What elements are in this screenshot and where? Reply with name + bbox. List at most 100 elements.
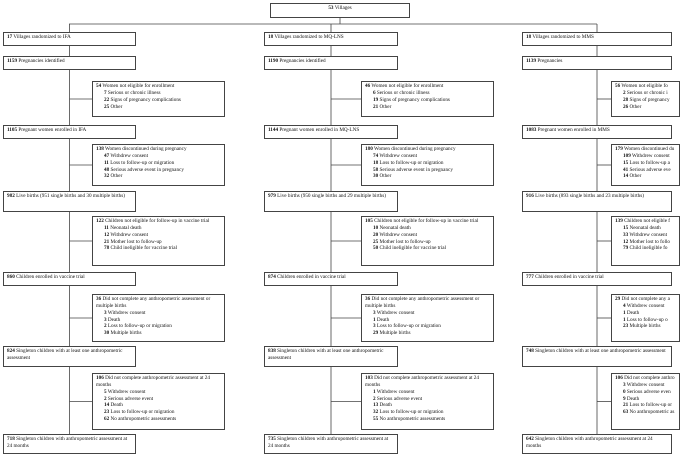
exclusion-reason-count: 58 xyxy=(373,166,379,173)
ifa-excl1-box-label: Women not eligible for enrollment xyxy=(102,83,175,89)
mms-randomized-box-text: 18 Villages randomized to MMS xyxy=(526,34,668,41)
exclusion-reason-count: 1 xyxy=(373,388,376,395)
mms-excl4-box-text: 29 Did not complete any a xyxy=(615,296,676,303)
mqlns-vaccine-box: 874 Children enrolled in vaccine trial xyxy=(264,272,398,286)
exclusion-reason-count: 6 xyxy=(373,89,376,96)
ifa-singleton-box-label: Singleton children with at least one ant… xyxy=(7,348,123,361)
exclusion-reason-label: Serious adverse event xyxy=(107,395,154,402)
exclusion-reason-label: Neonatal death xyxy=(629,224,661,231)
exclusion-reason-label: Death xyxy=(376,316,390,323)
exclusion-reason: 58 Serious adverse event in pregnancy xyxy=(373,167,490,174)
exclusion-reason-count: 20 xyxy=(373,231,379,238)
mms-excl1-box-label: Women not eligible fo xyxy=(621,83,668,89)
exclusion-reason-label: Neonatal death xyxy=(379,224,411,231)
exclusion-reason: 21 Mother lost to follow-up xyxy=(104,239,221,246)
exclusion-reason: 41 Serious adverse eve xyxy=(623,167,676,174)
mqlns-excl3-box-label: Children not eligible for follow-up in v… xyxy=(374,218,479,224)
mms-final-box-text: 642 Singleton children with anthropometr… xyxy=(526,436,668,450)
exclusion-reason: 74 Withdrew consent xyxy=(373,153,490,160)
exclusion-reason-count: 41 xyxy=(623,166,629,173)
mqlns-pregnancies-box-count: 1190 xyxy=(268,58,279,64)
mms-singleton-box-label: Singleton children with at least one ant… xyxy=(535,348,666,354)
exclusion-reason-count: 0 xyxy=(623,388,626,395)
mms-excl2-box-text: 179 Women discontinued du xyxy=(615,146,676,153)
mms-final-box-label: Singleton children with anthropometric a… xyxy=(526,436,653,449)
exclusion-reason: 28 Signs of pregnancy xyxy=(623,97,676,104)
mms-randomized-box-label: Villages randomized to MMS xyxy=(532,34,594,40)
ifa-pregnancies-box-count: 1159 xyxy=(7,58,18,64)
exclusion-reason-label: Other xyxy=(379,103,392,110)
exclusion-reason: 3 Death xyxy=(104,317,221,324)
exclusion-reason: 2 Serious adverse event xyxy=(373,396,490,403)
exclusion-reason-count: 33 xyxy=(623,231,629,238)
exclusion-reason-label: No anthropometric assessments xyxy=(379,416,446,423)
mms-births-box-count: 916 xyxy=(526,193,534,199)
ifa-excl5-box: 106 Did not complete anthropometric asse… xyxy=(92,373,225,430)
exclusion-reason: 9 Death xyxy=(623,396,676,403)
mms-final-box-count: 642 xyxy=(526,436,534,442)
mms-excl4-box-count: 29 xyxy=(615,296,621,302)
ifa-final-box: 718 Singleton children with anthropometr… xyxy=(3,434,136,454)
mms-enrolled-box: 1083 Pregnant women enrolled in MMS xyxy=(522,125,672,139)
mqlns-singleton-box-text: 838 Singleton children with at least one… xyxy=(268,348,394,362)
ifa-excl4-box: 36 Did not complete any anthropometric a… xyxy=(92,294,225,342)
mqlns-births-box: 979 Live births (950 single births and 2… xyxy=(264,191,398,212)
exclusion-reason-label: Multiple births xyxy=(629,323,661,330)
exclusion-reason-label: Loss to follow-up or migration xyxy=(379,159,444,166)
exclusion-reason-label: Serious or chronic illness xyxy=(107,89,161,96)
mqlns-enrolled-box-text: 1144 Pregnant women enrolled in MQ-LNS xyxy=(268,127,394,134)
exclusion-reason-label: Withdrew consent xyxy=(629,231,668,238)
exclusion-reason-count: 29 xyxy=(373,330,379,337)
exclusion-reason-count: 5 xyxy=(104,388,107,395)
ifa-vaccine-box-text: 860 Children enrolled in vaccine trial xyxy=(7,274,132,281)
ifa-excl5-box-count: 106 xyxy=(96,375,104,381)
exclusion-reason: 23 Multiple births xyxy=(623,323,676,330)
exclusion-reason-count: 11 xyxy=(104,224,109,231)
exclusion-reason-count: 48 xyxy=(104,166,110,173)
exclusion-reason-count: 18 xyxy=(373,159,379,166)
exclusion-reason-count: 15 xyxy=(623,224,629,231)
exclusion-reason-count: 2 xyxy=(623,89,626,96)
exclusion-reason-label: Mother lost to follo xyxy=(629,238,670,245)
mqlns-excl4-box-count: 36 xyxy=(365,296,371,302)
ifa-excl5-box-text: 106 Did not complete anthropometric asse… xyxy=(96,375,221,389)
exclusion-reason: 63 No anthropometric as xyxy=(623,409,676,416)
ifa-births-box-label: Live births (951 single births and 30 mu… xyxy=(16,193,126,199)
exclusion-reason: 12 Withdrew consent xyxy=(104,232,221,239)
exclusion-reason: 2 Loss to follow-up or migration xyxy=(104,323,221,330)
exclusion-reason-label: Loss to follow-up or migration xyxy=(376,323,441,330)
exclusion-reason: 32 Other xyxy=(104,173,221,180)
exclusion-reason: 29 Multiple births xyxy=(373,330,490,337)
exclusion-reason: 11 Loss to follow-up or migration xyxy=(104,160,221,167)
exclusion-reason-count: 3 xyxy=(104,309,107,316)
ifa-pregnancies-box-label: Pregnancies identified xyxy=(18,58,65,64)
mqlns-births-box-count: 979 xyxy=(268,193,276,199)
exclusion-reason: 21 Other xyxy=(373,104,490,111)
exclusion-reason: 47 Withdrew consent xyxy=(104,153,221,160)
exclusion-reason: 14 Other xyxy=(623,173,676,180)
ifa-excl3-box-text: 122 Children not eligible for follow-up … xyxy=(96,218,221,225)
ifa-enrolled-box-text: 1105 Pregnant women enrolled in IFA xyxy=(7,127,132,134)
exclusion-reason-label: Neonatal death xyxy=(110,224,142,231)
exclusion-reason: 48 Serious adverse event in pregnancy xyxy=(104,167,221,174)
exclusion-reason-label: Loss to follow-up or migration xyxy=(110,409,175,416)
ifa-vaccine-box: 860 Children enrolled in vaccine trial xyxy=(3,272,136,286)
exclusion-reason: 78 Child ineligible for vaccine trial xyxy=(104,245,221,252)
exclusion-reason-count: 19 xyxy=(373,96,379,103)
exclusion-reason-label: Other xyxy=(110,173,123,180)
mqlns-randomized-box-text: 18 Villages randomized to MQ-LNS xyxy=(268,34,394,41)
exclusion-reason-count: 3 xyxy=(104,316,107,323)
top-box-label: Villages xyxy=(334,5,352,11)
mqlns-excl3-box: 105 Children not eligible for follow-up … xyxy=(361,216,494,266)
exclusion-reason: 14 Death xyxy=(104,402,221,409)
exclusion-reason-label: Signs of pregnancy xyxy=(629,96,670,103)
